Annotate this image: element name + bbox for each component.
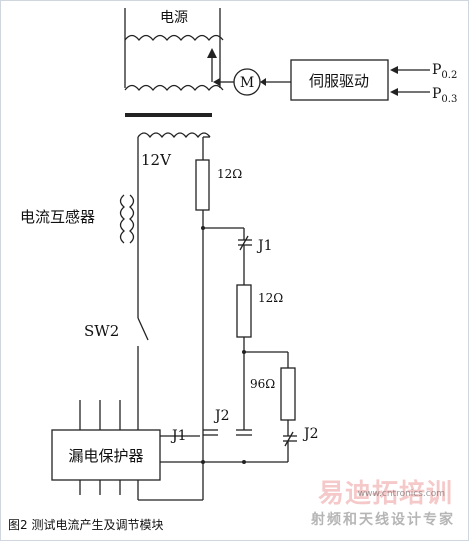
svg-text:P0.2: P0.2 [432,62,457,81]
servo-label: 伺服驱动 [309,72,369,90]
input-p02: P0.2 [390,62,457,81]
resistor-r1: 12Ω [195,159,242,228]
j2-right-label: J2 [302,426,319,442]
r3-label: 96Ω [250,377,275,391]
leak-label: 漏电保护器 [68,447,143,465]
j1-top-label: J1 [256,238,273,254]
leakage-protector: 漏电保护器 [51,400,203,501]
watermark-subtitle: 射频和天线设计专家 [311,512,455,528]
variac-wiper-arrow [207,48,217,82]
relay-contact-j1-bottom: J1 [170,428,218,444]
current-transformer: 电流互感器 [20,190,139,318]
j2-left-label: J2 [213,408,230,424]
sw2-label: SW2 [84,322,119,340]
power-source: 电源 [124,8,224,92]
r2-label: 12Ω [258,291,283,305]
resistor-r2: 12Ω [236,284,283,430]
relay-contact-j1-top: J1 [238,228,273,285]
ct-label: 电流互感器 [20,208,95,226]
relay-contact-j2-right: J2 [283,426,319,462]
relay-contact-j2-left: J2 [213,408,252,436]
input-p03: P0.3 [390,86,457,105]
svg-text:P0.3: P0.3 [432,86,457,105]
motor-label: M [240,75,254,91]
switch-sw2: SW2 [84,317,149,430]
r1-label: 12Ω [217,167,242,181]
motor-symbol: M [213,68,291,96]
resistor-r3: 96Ω [250,352,296,436]
figure-caption: 图2 测试电流产生及调节模块 [8,518,164,532]
watermark-url: www.cntronics.com [357,489,445,499]
j1-bottom-label: J1 [170,428,187,444]
voltage-label: 12V [141,151,172,169]
watermark-title: 易迪拓培训 [317,479,453,509]
servo-drive-box: 伺服驱动 [290,59,389,101]
watermark: 易迪拓培训 www.cntronics.com 射频和天线设计专家 [305,473,463,539]
secondary-winding: 12V [137,132,211,190]
power-label: 电源 [160,10,188,26]
